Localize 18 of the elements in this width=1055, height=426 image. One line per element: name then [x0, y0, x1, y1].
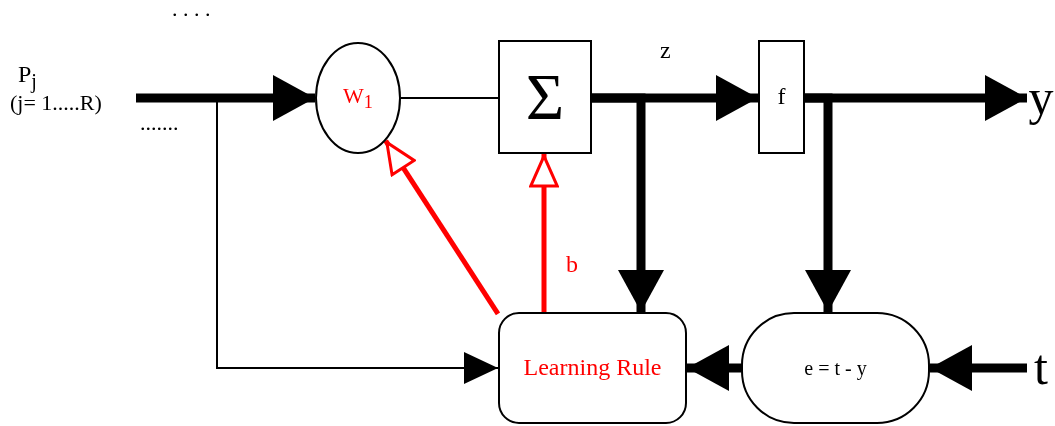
node-text: t — [1034, 340, 1048, 394]
connector-line — [400, 97, 499, 99]
node-text: W$_{1}$ — [343, 83, 373, 113]
arrow — [592, 93, 662, 312]
arrow — [136, 77, 315, 119]
node-text: Learning Rule — [523, 355, 662, 381]
node-text: y — [1028, 70, 1054, 124]
node-text: P$_{j}$ — [18, 61, 37, 92]
arrow — [930, 347, 1027, 389]
node-text: Σ — [525, 62, 565, 132]
weight-circle — [315, 42, 401, 154]
node-text: f — [777, 84, 786, 110]
arrow — [687, 347, 741, 389]
summation-box — [498, 40, 592, 154]
node-text: e = t - y — [804, 357, 867, 379]
transfer-function-box — [758, 40, 805, 154]
arrow — [805, 93, 849, 312]
feedback-arrow — [382, 137, 501, 316]
